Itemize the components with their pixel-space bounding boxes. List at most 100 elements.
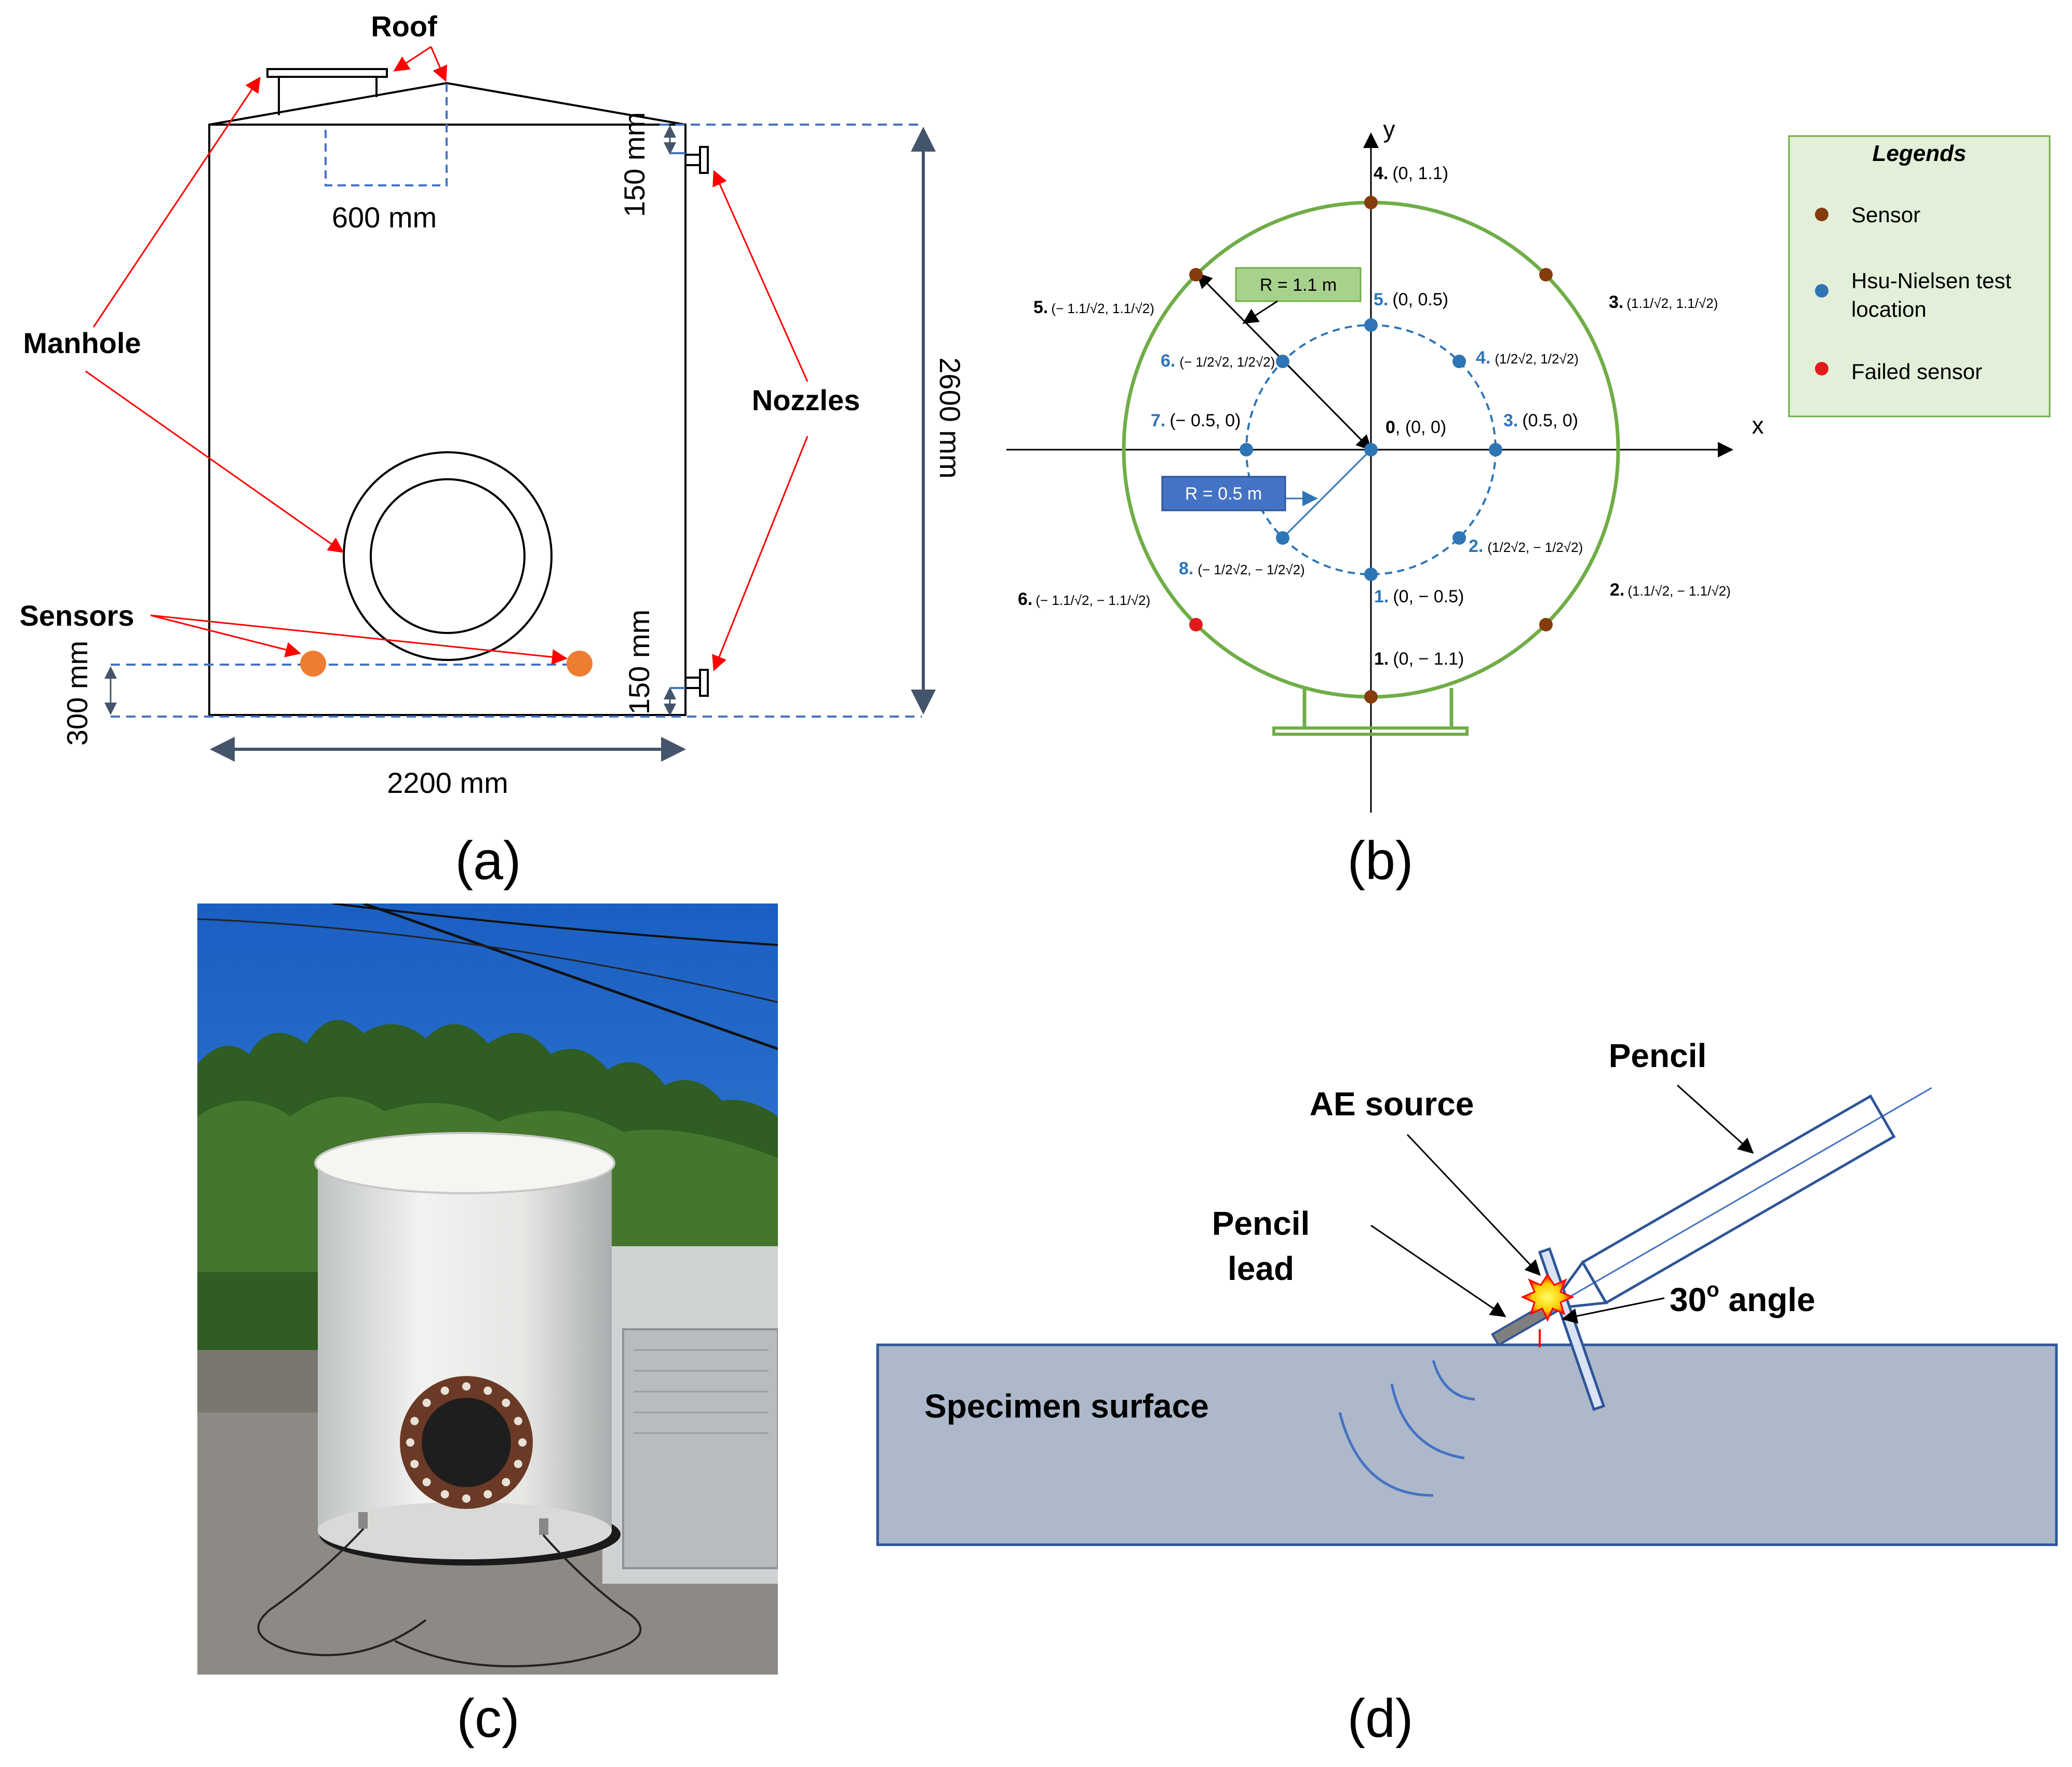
power-line-3 — [197, 918, 778, 1003]
specimen-block — [876, 1343, 2058, 1546]
flange-bolt — [502, 1478, 510, 1487]
caption-d: (d) — [1347, 1689, 1413, 1749]
outer-sensor-3 — [1539, 268, 1553, 281]
legend-box — [1788, 135, 2051, 417]
sensors-arrow-1 — [150, 614, 301, 657]
outer-label-3: 3.(1.1/√2, 1.1/√2) — [1609, 292, 1718, 312]
side-manhole-outer — [343, 451, 553, 661]
pencil-label: Pencil — [1609, 1037, 1707, 1074]
tank-stand-icon — [1272, 688, 1469, 736]
wave-arc-3 — [1338, 1412, 1434, 1497]
manhole-width-dashed — [325, 83, 448, 186]
flange-bolt — [406, 1438, 414, 1447]
ae-source-label: AE source — [1310, 1085, 1474, 1123]
inner-label-3: 3.(0.5, 0) — [1503, 411, 1578, 430]
legend-test-dot — [1815, 284, 1828, 298]
specimen-label: Specimen surface — [924, 1387, 1209, 1425]
photo-ac-unit — [622, 1328, 778, 1569]
flange-bolt — [462, 1494, 470, 1503]
nozzle-top-offset-label: 150 mm — [618, 112, 651, 217]
nozzles-label: Nozzles — [752, 384, 860, 416]
outer-sensor-5 — [1189, 268, 1203, 281]
outer-sensor-1 — [1364, 690, 1378, 704]
outer-label-4: 4.(0, 1.1) — [1374, 164, 1448, 183]
roof-manhole-icon — [266, 68, 388, 115]
pencil-lead-label-1: Pencil — [1212, 1205, 1310, 1242]
flange-bolt — [422, 1398, 431, 1407]
inner-radius-arrow — [1283, 449, 1372, 538]
legend-sensor-label: Sensor — [1851, 203, 1920, 227]
sensor-height-label: 300 mm — [61, 641, 93, 746]
photo-tank-bottom-edge — [318, 1502, 612, 1559]
flange-bolt — [410, 1460, 419, 1468]
inner-point-2 — [1452, 531, 1466, 545]
power-line-2 — [332, 903, 778, 946]
inner-point-5 — [1364, 318, 1378, 332]
flange-bolt — [440, 1386, 449, 1395]
tank-roof — [209, 82, 686, 126]
panel-d: Specimen surface Pencil AE source Pencil… — [876, 1037, 2058, 1749]
inner-point-6 — [1276, 355, 1289, 368]
inner-point-8 — [1276, 531, 1289, 545]
outer-label-5: 5.(− 1.1/√2, 1.1/√2) — [1033, 298, 1154, 317]
pencil-icon — [1491, 1087, 1932, 1347]
outer-sensor-6-failed — [1189, 618, 1203, 631]
nozzle-bottom-icon — [684, 669, 709, 697]
inner-label-4: 4.(1/2√2, 1/2√2) — [1476, 348, 1579, 368]
manhole-width-label: 600 mm — [332, 201, 437, 234]
y-axis-label: y — [1383, 116, 1395, 143]
inner-label-2: 2.(1/2√2, − 1/2√2) — [1469, 536, 1583, 556]
roof-label: Roof — [371, 10, 437, 43]
inner-label-8: 8.(− 1/2√2, − 1/2√2) — [1179, 559, 1305, 578]
outer-radius-box — [1235, 267, 1362, 302]
legend: Legends Sensor Hsu-Nielsen test location… — [1788, 135, 2051, 417]
flange-bolt — [514, 1460, 522, 1468]
legend-title: Legends — [1873, 141, 1967, 166]
inner-label-6: 6.(− 1/2√2, 1/2√2) — [1161, 351, 1275, 371]
nozzle-bottom-offset-label: 150 mm — [623, 610, 655, 714]
flange-bolt — [440, 1490, 449, 1499]
manhole-label: Manhole — [23, 327, 141, 359]
legend-hsu-label-2: location — [1851, 297, 1927, 321]
pencil-pointer — [1676, 1084, 1754, 1154]
photo-road — [197, 1350, 327, 1412]
photo-ac-grille — [634, 1349, 769, 1434]
flange-bolt — [422, 1478, 431, 1487]
wave-arc-1 — [1432, 1360, 1475, 1401]
ae-source-pointer — [1406, 1134, 1541, 1276]
photo-sensor-right — [539, 1518, 548, 1535]
angle-label: 30o angle — [1670, 1278, 1815, 1318]
manhole-arrow-2 — [85, 370, 344, 553]
tank-body — [208, 124, 687, 716]
outer-sensor-4 — [1364, 196, 1378, 209]
center-test-point — [1364, 443, 1378, 456]
sensor-dot-left — [300, 651, 326, 677]
pencil-lead-label-2: lead — [1228, 1250, 1294, 1287]
pencil-lead-pointer — [1370, 1224, 1506, 1317]
panel-b: x y R = 1.1 m R = 0.5 m — [1006, 116, 2051, 891]
side-manhole-inner — [370, 478, 526, 634]
roof-arrow-2 — [393, 46, 432, 72]
legend-hsu-label-1: Hsu-Nielsen test — [1851, 268, 2011, 293]
photo-manhole-opening — [422, 1398, 511, 1487]
inner-label-7: 7.(− 0.5, 0) — [1151, 411, 1241, 430]
nozzles-arrow-1 — [712, 170, 809, 382]
photo-cables — [257, 1528, 642, 1667]
height-label: 2600 mm — [934, 357, 966, 478]
outer-radius-pointer — [1242, 300, 1278, 324]
ae-spark-icon — [1521, 1273, 1575, 1322]
outer-label-2: 2.(1.1/√2, − 1.1/√2) — [1610, 580, 1731, 600]
photo-tank-rim — [314, 1132, 615, 1194]
width-label: 2200 mm — [387, 766, 508, 799]
photo-bolts — [406, 1382, 527, 1503]
inner-radius-box — [1161, 476, 1286, 511]
outer-label-1: 1.(0, − 1.1) — [1374, 649, 1464, 669]
legend-failed-dot — [1815, 362, 1828, 375]
photo-sensor-left — [358, 1512, 368, 1529]
nozzle-top-icon — [684, 146, 709, 174]
flange-bolt — [410, 1417, 419, 1425]
manhole-arrow-1 — [92, 76, 261, 328]
angle-pointer — [1562, 1297, 1665, 1324]
outer-label-6: 6.(− 1.1/√2, − 1.1/√2) — [1018, 589, 1150, 609]
sensor-dot-right — [567, 651, 593, 677]
